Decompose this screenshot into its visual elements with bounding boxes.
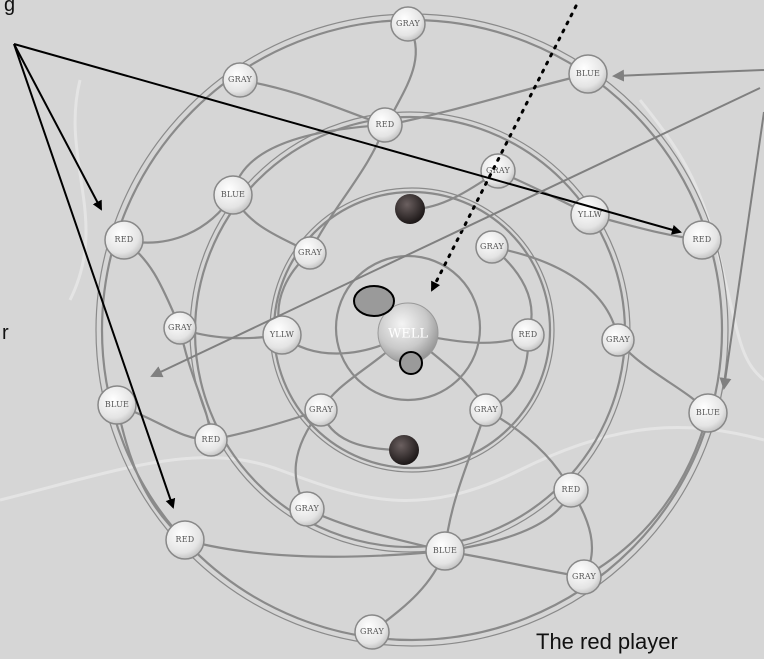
node-red-inner-right[interactable]: RED (511, 318, 545, 352)
node-label: BLUE (696, 408, 720, 417)
gray-arrow-to-blue-left (150, 87, 761, 378)
node-label: GRAY (480, 242, 504, 251)
node-label: RED (202, 435, 221, 444)
node-label: YLLW (269, 330, 295, 339)
node-label: GRAY (168, 323, 192, 332)
node-gray-bottom[interactable]: GRAY (354, 614, 390, 650)
gray-arrow-to-blue-upper-right (612, 69, 764, 82)
node-label: BLUE (221, 190, 245, 199)
black-piece-top (395, 194, 425, 224)
node-gray-upper-left[interactable]: GRAY (222, 62, 258, 98)
node-label: GRAY (295, 504, 319, 513)
node-blue-bottom[interactable]: BLUE (425, 531, 465, 571)
gray-arrows (150, 69, 764, 390)
node-label: GRAY (486, 166, 510, 175)
node-blue-left[interactable]: BLUE (97, 385, 137, 425)
black-dotted-arrow-to-well (430, 4, 578, 292)
node-label: GRAY (606, 335, 630, 344)
node-gray-upper-center-right[interactable]: GRAY (480, 153, 516, 189)
well-node[interactable]: WELL (377, 302, 439, 364)
black-arrow-to-red-left (13, 43, 102, 211)
node-label: GRAY (396, 19, 420, 28)
left-text-fragment-mid: r (2, 322, 9, 344)
node-gray-mid-right[interactable]: GRAY (601, 323, 635, 357)
node-label: RED (693, 235, 712, 244)
left-text-fragment-top: g (4, 0, 16, 16)
node-label: RED (376, 120, 395, 129)
gray-arrow-to-blue-right (719, 111, 764, 390)
node-red-lower-left[interactable]: RED (194, 423, 228, 457)
node-gray-top[interactable]: GRAY (390, 6, 426, 42)
black-piece-bottom (389, 435, 419, 465)
node-label: RED (562, 485, 581, 494)
well-label: WELL (388, 327, 428, 342)
caption-text: The red player (536, 629, 678, 654)
black-arrow-to-red-bottom-left (13, 43, 176, 509)
node-label: RED (115, 235, 134, 244)
node-yellow-upper-right[interactable]: YLLW (570, 195, 610, 235)
node-gray-inner-left[interactable]: GRAY (293, 236, 327, 270)
node-red-top-center[interactable]: RED (367, 107, 403, 143)
node-label: BLUE (105, 400, 129, 409)
black-pieces (389, 194, 425, 465)
node-label: RED (519, 330, 538, 339)
node-gray-inner-lower-right[interactable]: GRAY (469, 393, 503, 427)
node-label: GRAY (298, 248, 322, 257)
node-label: GRAY (360, 627, 384, 636)
node-gray-mid-left[interactable]: GRAY (163, 311, 197, 345)
node-gray-bottom-right[interactable]: GRAY (566, 559, 602, 595)
board-nodes: GRAY GRAY BLUE RED GRAY BLUE RED YLLW RE… (97, 6, 728, 650)
node-gray-inner-right[interactable]: GRAY (475, 230, 509, 264)
gray-circle-marker (399, 351, 423, 375)
node-label: BLUE (433, 546, 457, 555)
black-arrows (13, 4, 682, 509)
black-arrow-to-red-right (13, 43, 682, 235)
node-blue-upper-right[interactable]: BLUE (568, 54, 608, 94)
node-red-left[interactable]: RED (104, 220, 144, 260)
node-label: GRAY (572, 572, 596, 581)
node-gray-lower-left[interactable]: GRAY (289, 491, 325, 527)
node-red-lower-right[interactable]: RED (553, 472, 589, 508)
node-label: GRAY (309, 405, 333, 414)
node-red-bottom-left[interactable]: RED (165, 520, 205, 560)
gray-ellipse-marker (353, 285, 395, 317)
node-label: YLLW (577, 210, 603, 219)
node-label: RED (176, 535, 195, 544)
node-label: GRAY (228, 75, 252, 84)
node-label: BLUE (576, 69, 600, 78)
node-red-right[interactable]: RED (682, 220, 722, 260)
node-blue-upper-left[interactable]: BLUE (213, 175, 253, 215)
node-label: GRAY (474, 405, 498, 414)
node-yellow-inner[interactable]: YLLW (262, 315, 302, 355)
node-gray-inner-lower-left[interactable]: GRAY (304, 393, 338, 427)
node-blue-right[interactable]: BLUE (688, 393, 728, 433)
